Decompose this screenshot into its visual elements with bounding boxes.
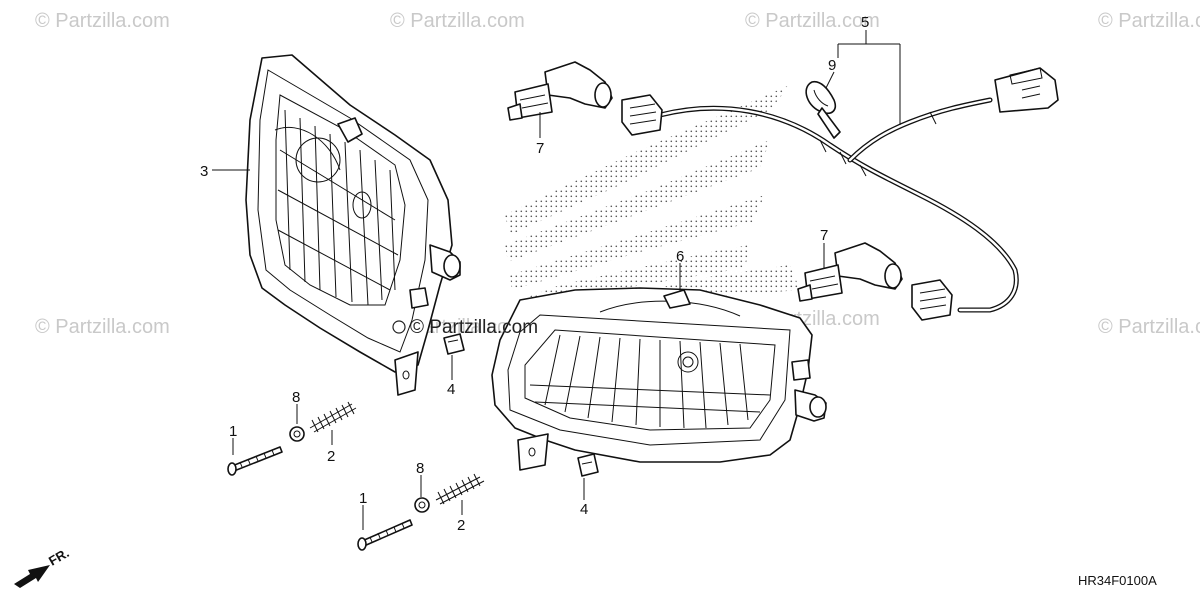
callout-8: 8	[416, 460, 424, 477]
callout-5: 5	[861, 14, 869, 31]
spring-right[interactable]	[435, 473, 485, 505]
bulb-upper[interactable]	[507, 61, 613, 121]
watermark: © Partzilla.com	[35, 316, 170, 338]
watermark: © Partzilla.com	[390, 10, 525, 32]
callout-9: 9	[828, 57, 836, 74]
front-arrow-icon	[14, 565, 50, 588]
washer-right[interactable]	[414, 497, 430, 513]
callout-4: 4	[447, 381, 455, 398]
callout-labels: 3 1 8 2 4 1 8 2 4 6 7 7 9 5	[200, 14, 869, 534]
clip-nut-right[interactable]	[577, 453, 599, 477]
callout-4: 4	[580, 501, 588, 518]
callout-2: 2	[457, 517, 465, 534]
callout-1: 1	[359, 490, 367, 507]
screw-right[interactable]	[357, 519, 413, 551]
washer-left[interactable]	[289, 426, 305, 442]
headlight-right[interactable]	[491, 287, 827, 471]
watermark: © Partzilla.com	[1098, 10, 1200, 32]
spring-left[interactable]	[309, 401, 357, 433]
watermark: © Partzilla.com	[35, 10, 170, 32]
callout-8: 8	[292, 389, 300, 406]
watermark: © Partzilla.com	[1098, 316, 1200, 338]
callout-6: 6	[676, 248, 684, 265]
wire-harness[interactable]	[621, 67, 1059, 321]
callout-1: 1	[229, 423, 237, 440]
callout-7: 7	[820, 227, 828, 244]
bulb-lower[interactable]	[797, 242, 903, 302]
clip-nut-left[interactable]	[443, 333, 465, 355]
callout-7: 7	[536, 140, 544, 157]
front-direction-indicator: FR.	[14, 545, 72, 588]
screw-left[interactable]	[227, 446, 283, 476]
center-watermark: © Partzilla.com	[392, 317, 538, 338]
watermark-center-text: © Partzilla.com	[410, 317, 538, 338]
cable-tie[interactable]	[805, 80, 841, 139]
watermark: © Partzilla.com	[745, 10, 880, 32]
callout-2: 2	[327, 448, 335, 465]
headlight-left[interactable]	[245, 54, 461, 396]
callout-3: 3	[200, 163, 208, 180]
diagram-code: HR34F0100A	[1078, 573, 1157, 588]
leader-lines	[212, 30, 901, 530]
